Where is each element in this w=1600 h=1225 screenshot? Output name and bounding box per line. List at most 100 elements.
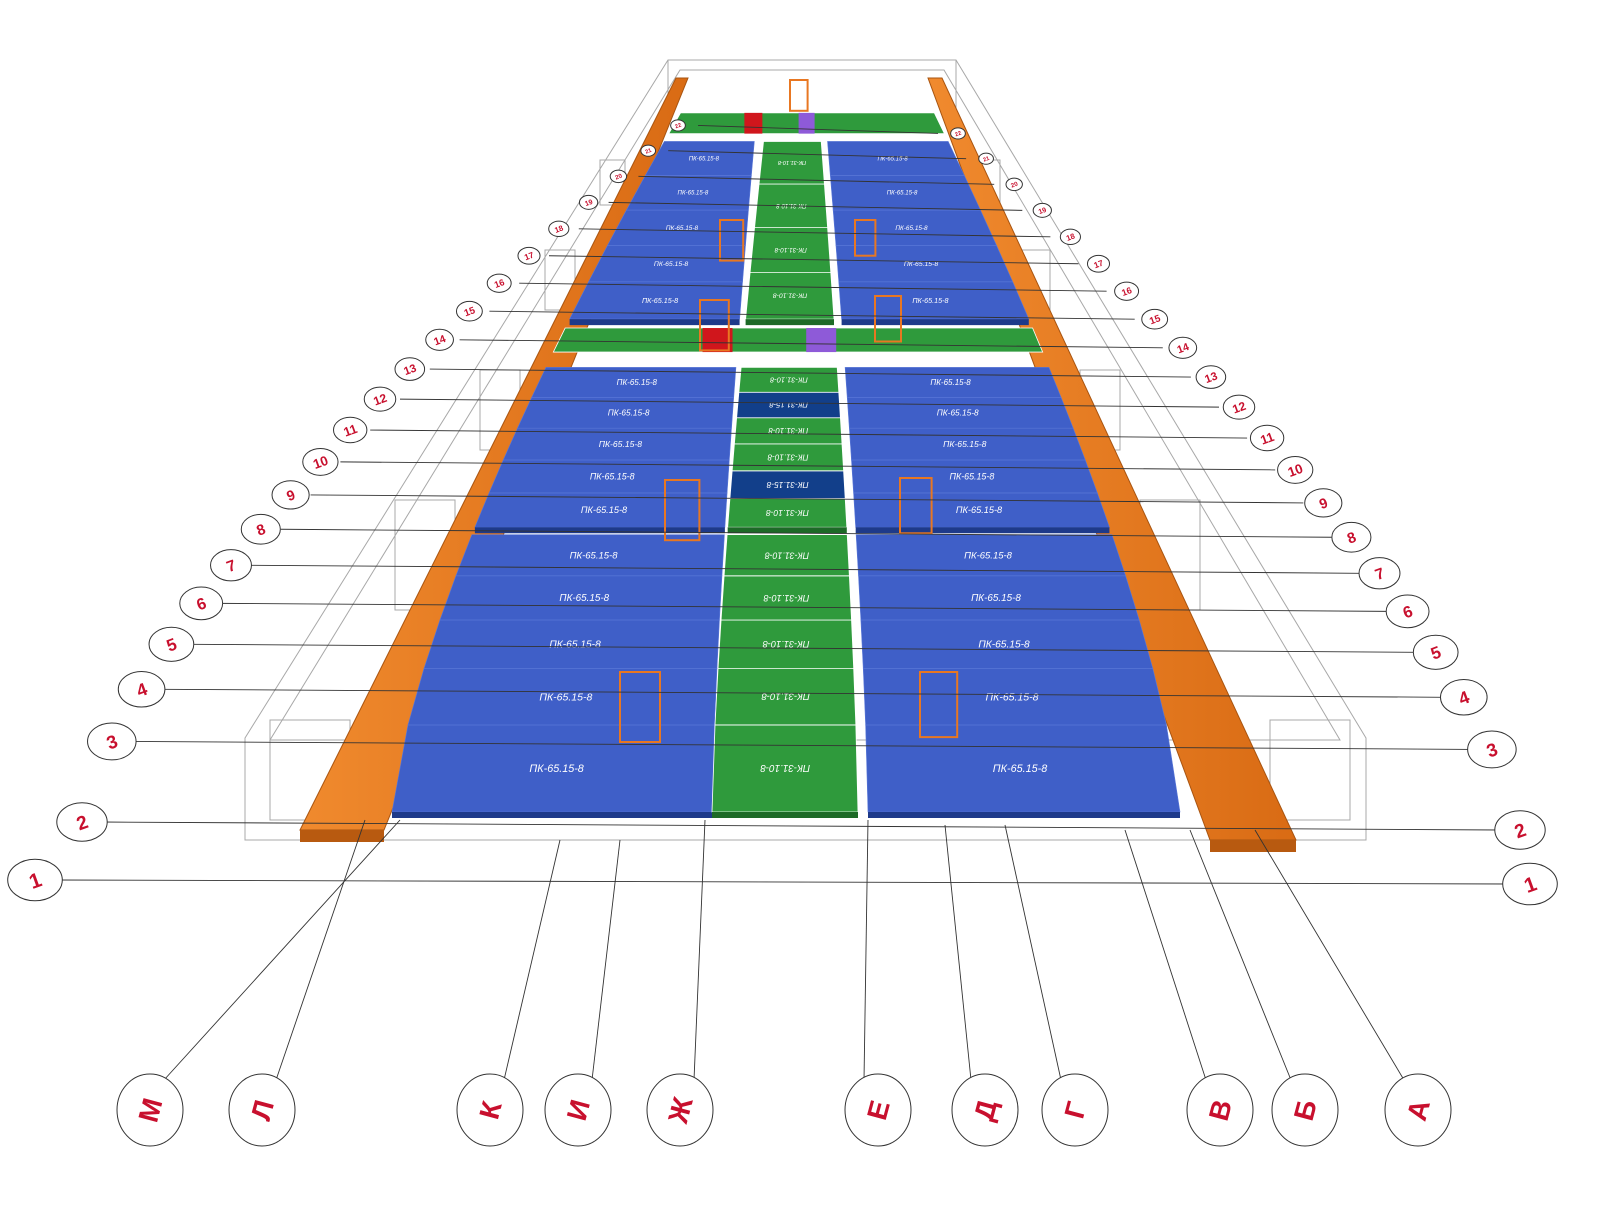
axis-bubble-Д — [951, 1073, 1019, 1147]
axis-line-21 — [668, 150, 967, 160]
axis-bubble-6-left — [179, 586, 224, 621]
left-slab-panel — [455, 534, 725, 577]
axis-label-11: 11 — [1259, 430, 1276, 448]
corridor-slab-panel — [723, 534, 850, 577]
left-slab-label: ПК-65.15-8 — [666, 225, 699, 232]
left-slab-label: ПК-65.15-8 — [654, 261, 688, 268]
axis-bubble-Б — [1271, 1073, 1339, 1147]
right-slab-label: ПК-65.15-8 — [971, 593, 1021, 604]
left-slab-label: ПК-65.15-8 — [590, 471, 635, 481]
axis-label-22: 22 — [954, 131, 962, 139]
corridor-slab-label: ПК-31.10-8 — [773, 292, 807, 299]
axis-bubble-9-right — [1304, 488, 1343, 518]
right-slab-label: ПК-65.15-8 — [956, 505, 1003, 515]
right-slab-label: ПК-65.15-8 — [937, 407, 979, 417]
axis-bubble-5-right — [1412, 634, 1459, 670]
right-slab-edge — [841, 319, 1029, 326]
axis-line-15 — [489, 310, 1135, 320]
axis-bubble-В — [1186, 1073, 1254, 1147]
axis-bubble-13-left — [394, 357, 426, 381]
corridor-slab-edge — [745, 319, 834, 326]
accent-purple-slab — [798, 112, 815, 134]
corridor-slab-label: ПК-31.15-8 — [766, 480, 808, 490]
axis-line-12 — [399, 398, 1220, 408]
axis-label-10: 10 — [1286, 461, 1305, 480]
door-frame — [619, 671, 661, 743]
axis-bubble-К — [456, 1073, 524, 1147]
axis-bubble-22-left — [670, 119, 686, 132]
left-slab-label: ПК-65.15-8 — [678, 190, 709, 197]
axis-bubble-Л — [228, 1073, 296, 1147]
axis-label-12: 12 — [372, 391, 390, 409]
corridor-slab-label: ПК-31.10-8 — [765, 550, 809, 560]
left-wall-top — [300, 830, 384, 842]
axis-line-Ж — [693, 819, 706, 1081]
axis-bubble-19-right — [1032, 202, 1052, 218]
right-slab-label: ПК-65.15-8 — [943, 439, 987, 449]
door-frame — [874, 295, 902, 343]
corridor-slab-label: ПК-31.10-8 — [774, 246, 807, 253]
axis-bubble-И — [544, 1073, 612, 1147]
left-slab-edge — [392, 812, 712, 818]
left-slab-label: ПК-65.15-8 — [539, 691, 592, 703]
axis-label-17: 17 — [523, 249, 535, 262]
right-slab-edge — [868, 812, 1180, 818]
axis-bubble-14-right — [1168, 336, 1198, 359]
axis-line-14 — [459, 339, 1163, 349]
right-slab-label: ПК-65.15-8 — [930, 378, 971, 387]
corridor-slab-label: ПК-31.10-8 — [764, 593, 810, 603]
axis-label-19: 19 — [584, 199, 594, 208]
axis-label-15: 15 — [463, 305, 478, 319]
axis-line-13 — [429, 368, 1191, 378]
axis-bubble-3-right — [1467, 730, 1517, 769]
axis-line-4 — [161, 688, 1444, 698]
axis-label-11: 11 — [342, 422, 359, 440]
left-slab-label: ПК-65.15-8 — [570, 550, 619, 561]
left-slab-label: ПК-65.15-8 — [642, 296, 678, 305]
axis-line-3 — [131, 740, 1472, 750]
corridor-slab-label: ПК-31.10-8 — [768, 426, 808, 435]
axis-bubble-15-left — [455, 300, 483, 322]
left-slab-label: ПК-65.15-8 — [689, 156, 720, 162]
axis-bubble-4-right — [1439, 679, 1488, 716]
axis-line-2 — [101, 821, 1501, 831]
axis-bubble-9-left — [271, 480, 310, 510]
axis-bubble-11-left — [333, 416, 368, 444]
corridor-slab-label: ПК-31.10-8 — [762, 639, 810, 649]
right-slab-label: ПК-65.15-8 — [877, 156, 908, 162]
door-frame — [919, 671, 959, 739]
door-frame — [899, 477, 933, 535]
axis-label-16: 16 — [1120, 285, 1133, 298]
axis-bubble-19-left — [578, 194, 599, 210]
axis-label-17: 17 — [1092, 257, 1104, 270]
axis-bubble-10-right — [1277, 455, 1314, 484]
axis-bubble-7-left — [210, 549, 252, 582]
axis-bubble-1-left — [7, 858, 63, 902]
axis-label-13: 13 — [1203, 370, 1219, 386]
axis-bubble-20-left — [609, 169, 628, 184]
left-slab-panel — [531, 367, 737, 398]
left-slab-label: ПК-65.15-8 — [599, 439, 643, 449]
axis-label-21: 21 — [983, 156, 991, 164]
axis-line-18 — [578, 228, 1051, 238]
right-slab-edge — [855, 527, 1110, 534]
axis-line-9 — [310, 494, 1304, 504]
right-slab-label: ПК-65.15-8 — [964, 550, 1013, 561]
right-slab-label: ПК-65.15-8 — [912, 296, 948, 305]
axis-bubble-18-right — [1059, 228, 1081, 246]
axis-label-18: 18 — [553, 223, 565, 235]
left-slab-panel — [644, 141, 755, 176]
accent-red-slab — [744, 112, 763, 134]
axis-line-8 — [280, 528, 1332, 538]
corridor-slab-edge — [727, 527, 847, 534]
axis-label-13: 13 — [402, 362, 418, 378]
axis-line-Е — [863, 819, 869, 1081]
axis-bubble-18-left — [548, 220, 570, 238]
slab-panels: ПК-65.15-8ПК-65.15-8ПК-65.15-8ПК-65.15-8… — [391, 79, 1181, 818]
axis-bubble-8-left — [240, 513, 281, 545]
axis-bubble-16-left — [486, 273, 512, 293]
axis-line-М — [163, 819, 401, 1081]
axis-bubble-17-right — [1086, 254, 1111, 273]
corridor-slab-label: ПК-31.10-8 — [767, 453, 808, 462]
